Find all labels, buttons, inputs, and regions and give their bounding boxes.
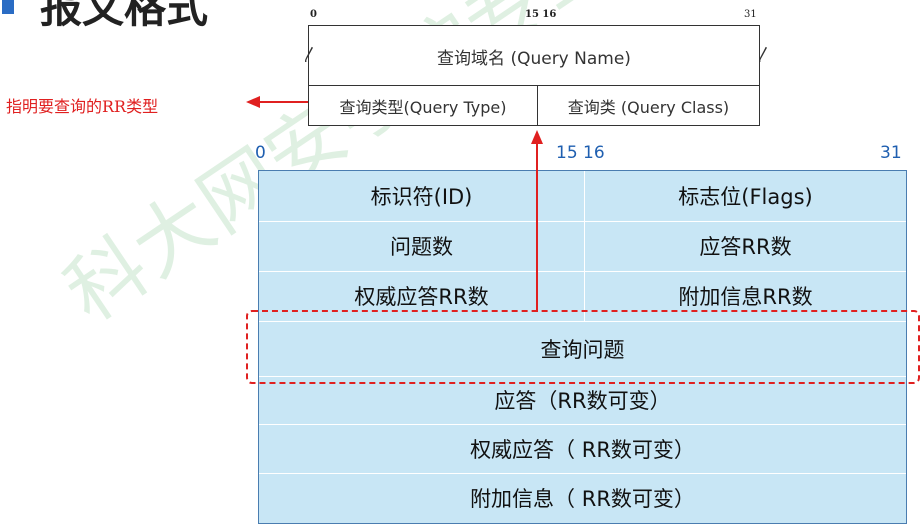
field-answer-rrs-label: 应答RR数 [699,235,792,259]
header-bit-end: 31 [880,143,902,163]
table-row: 权威应答RR数 附加信息RR数 [259,271,906,322]
field-authority-rrs-label: 权威应答RR数 [354,285,489,309]
query-type-class-row: 查询类型(Query Type) 查询类 (Query Class) [308,85,760,126]
field-additional-rrs-label: 附加信息RR数 [678,285,813,309]
query-link-arrow-icon [531,130,543,312]
table-row: 问题数 应答RR数 [259,221,906,272]
field-answer-rrs: 应答RR数 [585,221,906,271]
field-additional-label: 附加信息（ RR数可变） [470,487,695,511]
field-additional: 附加信息（ RR数可变） [259,473,906,523]
field-authority-rrs: 权威应答RR数 [259,271,585,321]
field-query: 查询问题 [259,321,906,376]
dns-message-table: 标识符(ID) 标志位(Flags) 问题数 应答RR数 权威应答RR数 附加信… [258,170,907,524]
break-left-icon: 〳 [302,45,319,64]
annotation-label: 指明要查询的RR类型 [6,97,159,116]
field-flags-label: 标志位(Flags) [678,185,813,209]
title-bullet-icon [2,0,14,14]
header-bit-start: 0 [255,143,266,163]
table-row: 查询问题 [259,321,906,377]
query-bit-start: 0 [310,9,317,20]
query-type-label: 查询类型(Query Type) [339,97,507,117]
page-title: 报文格式 [40,0,209,32]
table-row: 应答（RR数可变） [259,376,906,425]
field-authority-label: 权威应答（ RR数可变） [470,437,695,462]
field-id: 标识符(ID) [259,171,585,221]
field-authority: 权威应答（ RR数可变） [259,424,906,473]
field-answers-label: 应答（RR数可变） [494,389,671,413]
query-question-format: 0 15 16 31 查询域名 (Query Name) 〳 〳 查询类型(Qu… [302,9,772,126]
table-row: 标识符(ID) 标志位(Flags) [259,171,906,222]
field-flags: 标志位(Flags) [585,171,906,221]
query-highlight-box [246,310,920,384]
field-id-label: 标识符(ID) [370,185,473,209]
field-additional-rrs: 附加信息RR数 [585,271,906,321]
field-answers: 应答（RR数可变） [259,376,906,424]
header-bit-mid: 15 16 [556,143,605,163]
query-class-label: 查询类 (Query Class) [567,97,730,117]
query-bit-mid: 15 16 [525,9,557,20]
break-right-icon: 〳 [756,45,773,64]
field-questions: 问题数 [259,221,585,271]
query-class-field: 查询类 (Query Class) [538,86,759,125]
query-bit-end: 31 [744,9,757,20]
table-row: 权威应答（ RR数可变） [259,424,906,474]
query-name-label: 查询域名 (Query Name) [437,48,631,69]
field-questions-label: 问题数 [390,235,453,259]
table-row: 附加信息（ RR数可变） [259,473,906,523]
field-query-label: 查询问题 [540,337,625,362]
query-type-field: 查询类型(Query Type) [309,86,538,125]
annotation-arrow-icon [246,96,308,108]
query-name-field: 查询域名 (Query Name) [308,25,760,86]
